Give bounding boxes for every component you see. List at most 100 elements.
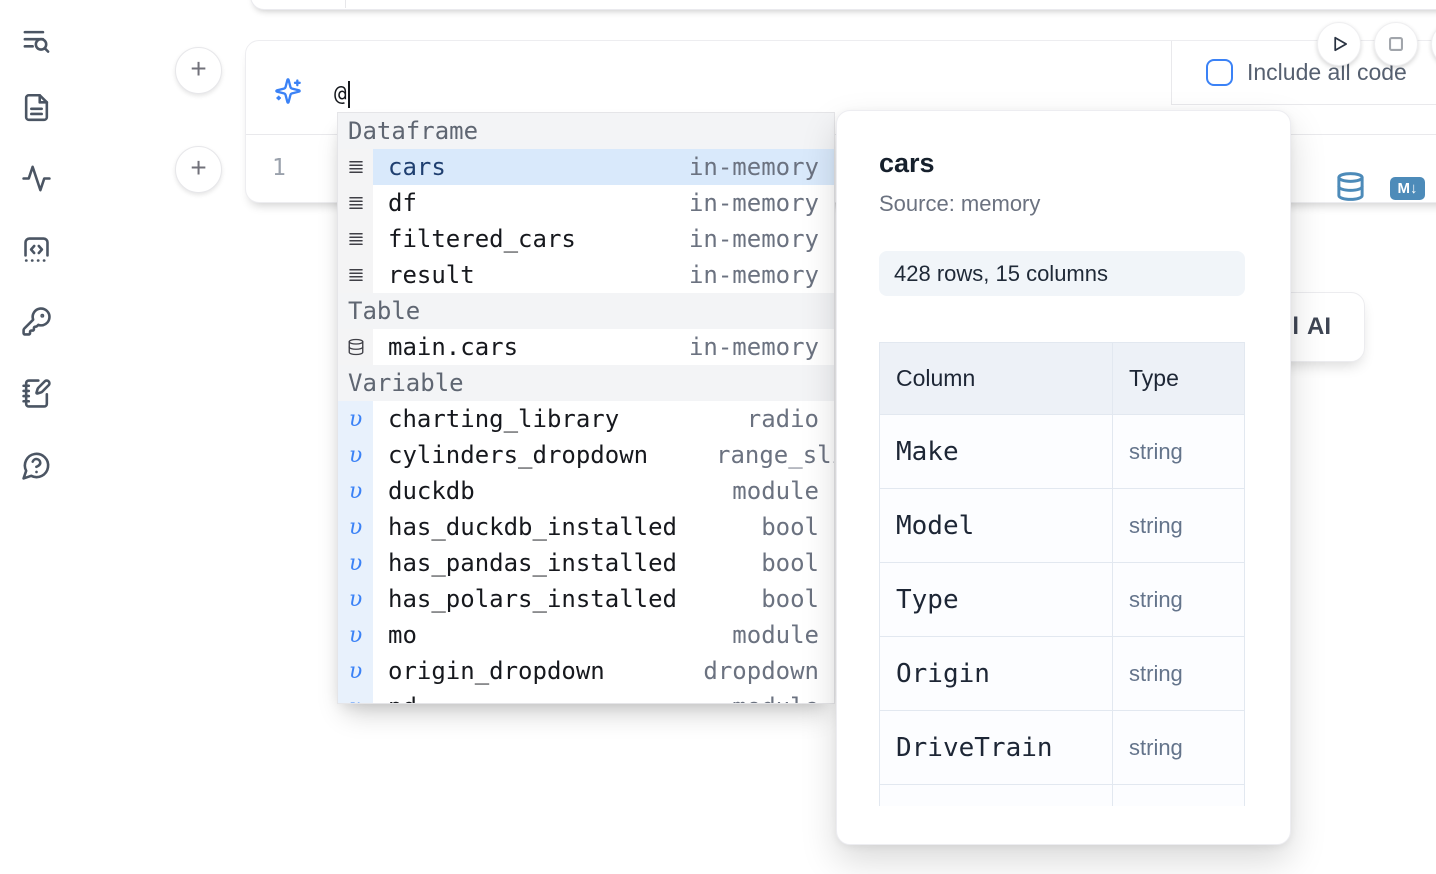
include-all-code-label: Include all code [1247,59,1407,85]
database-icon [1337,172,1364,201]
variable-icon: υ [338,437,373,473]
completion-item-result[interactable]: result in-memory [338,257,834,293]
play-icon [1334,36,1348,52]
completion-item-name: df [388,189,417,217]
completion-item-filtered_cars[interactable]: filtered_cars in-memory [338,221,834,257]
completion-item-name: main.cars [388,333,519,361]
completion-item-name: duckdb [388,477,475,505]
sparkles-ai-icon [274,77,302,105]
completion-item-name: has_polars_installed [388,585,677,613]
completion-item-type: in-memory [688,261,819,289]
completion-item-has_pandas_installed[interactable]: υ has_pandas_installed bool [338,545,834,581]
dataframe-rows-icon [338,257,373,293]
completion-item-type: bool [761,585,819,613]
logs-activity-icon[interactable] [21,163,52,194]
dataframe-rows-icon [338,221,373,257]
dataframe-rows-icon [338,185,373,221]
completion-item-name: has_duckdb_installed [388,513,677,541]
column-type: string [1129,734,1183,760]
include-all-code-checkbox[interactable] [1206,59,1233,86]
completion-item-name: result [388,261,475,289]
prompt-value: @ [334,81,347,106]
variable-icon: υ [338,653,373,689]
schema-row [880,785,1244,806]
completion-item-has_duckdb_installed[interactable]: υ has_duckdb_installed bool [338,509,834,545]
completion-item-type: bool [761,549,819,577]
snippets-code-icon[interactable] [21,234,52,265]
schema-row: Type string [880,563,1244,637]
schema-row: Make string [880,415,1244,489]
variable-icon: υ [338,509,373,545]
line-number: 1 [272,155,286,181]
popup-source: Source: memory [879,191,1041,216]
convert-to-markdown-button[interactable]: M↓ [1390,177,1425,200]
column-type: string [1129,438,1183,464]
completion-item-type: module [732,693,834,703]
variable-icon: υ [338,689,373,703]
scratchpad-notebook-icon[interactable] [21,378,52,409]
include-all-code-panel: Include all code [1171,41,1436,105]
completion-item-type: module [732,621,819,649]
column-type [1113,785,1244,806]
completion-item-name: cars [388,153,446,181]
convert-to-sql-button[interactable] [1335,171,1366,202]
schema-header-column: Column [880,343,1113,414]
column-type: string [1129,660,1183,686]
completion-item-name: mo [388,621,417,649]
schema-header-row: Column Type [880,343,1244,415]
schema-row: Origin string [880,637,1244,711]
completion-item-df[interactable]: df in-memory [338,185,834,221]
schema-header-type: Type [1129,365,1179,391]
run-cell-button[interactable] [1317,22,1361,66]
column-name: Type [880,563,1113,636]
completion-item-type: in-memory [688,153,819,181]
variable-icon: υ [338,473,373,509]
completion-item-type: dropdown [703,657,819,685]
column-name: Make [880,415,1113,488]
column-name: DriveTrain [880,711,1113,784]
completion-item-pd[interactable]: υpdmodule [338,689,834,703]
secrets-key-icon[interactable] [21,306,52,337]
dataframe-rows-icon [338,149,373,185]
text-cursor [347,81,350,108]
ai-button-label: AI [1307,313,1331,340]
completion-item-type: module [732,477,819,505]
column-type: string [1129,512,1183,538]
completion-item-type: bool [761,513,819,541]
shape-badge: 428 rows, 15 columns [879,251,1245,296]
help-chat-icon[interactable] [21,450,52,481]
previous-cell-divider [345,0,346,8]
dataframe-preview-popup: cars Source: memory 428 rows, 15 columns… [836,110,1291,845]
stop-square-icon [1389,37,1403,51]
column-name: Origin [880,637,1113,710]
completion-item-type: radio [746,405,819,433]
stop-button[interactable] [1374,22,1418,66]
add-cell-button-bottom[interactable]: + [175,146,222,193]
completion-item-cars[interactable]: cars in-memory [338,149,834,185]
column-type: string [1129,586,1183,612]
popup-title: cars [879,148,935,178]
completion-item-type: in-memory [688,189,819,217]
completion-item-type: in-memory [688,225,819,253]
ai-prompt-input[interactable]: @ [334,81,350,108]
completion-item-name: has_pandas_installed [388,549,677,577]
variable-icon: υ [338,545,373,581]
completion-item-type: range_slider [716,441,834,469]
document-icon[interactable] [21,92,52,123]
completion-item-name: filtered_cars [388,225,576,253]
add-cell-button-top[interactable]: + [175,47,222,94]
schema-row: DriveTrain string [880,711,1244,785]
table-of-contents-search-icon[interactable] [21,25,52,56]
completion-section-header: Variable [338,365,834,401]
completion-section-header: Table [338,293,834,329]
